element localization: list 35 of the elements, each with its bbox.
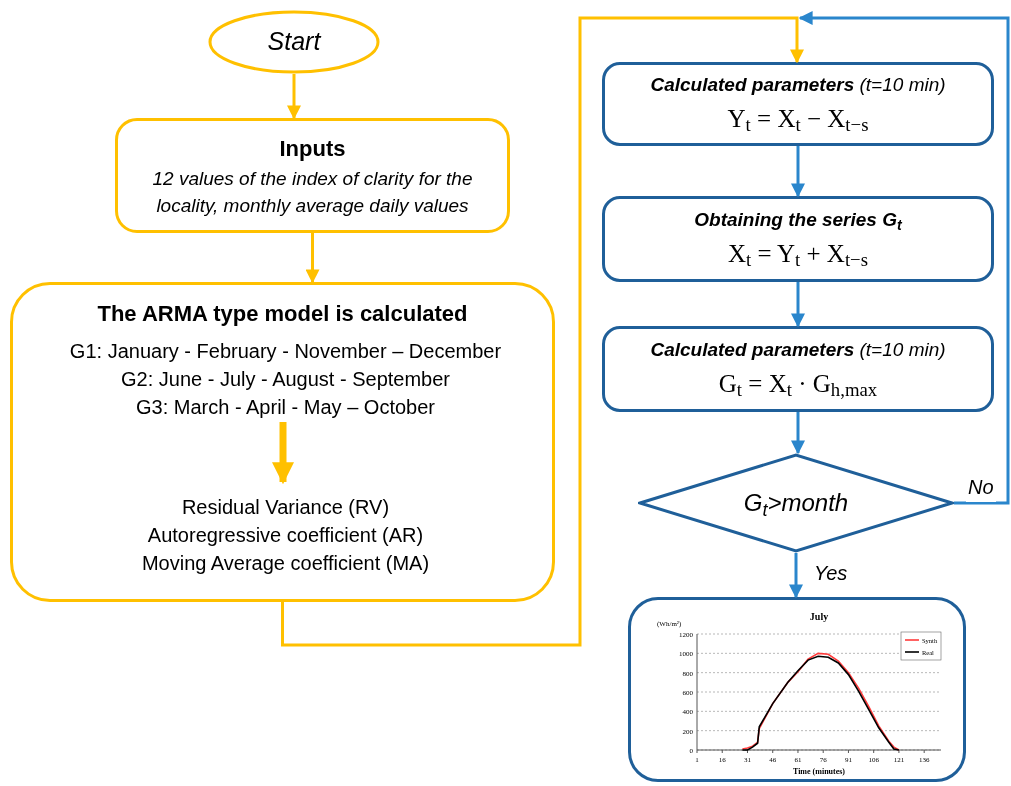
- decision-diamond: [638, 453, 954, 553]
- process-box: [602, 326, 994, 412]
- arrow: [791, 146, 805, 198]
- axis-title: Time (minutes): [792, 767, 846, 776]
- arrow: [287, 74, 301, 120]
- arrow: [281, 16, 804, 647]
- input-box: [115, 118, 510, 233]
- node-text: Residual Variance (RV): [180, 495, 391, 520]
- node-text: G1: January - February - November – December: [68, 339, 503, 364]
- process-box: [602, 196, 994, 282]
- node-title: Calculated parameters (t=10 min): [649, 338, 947, 362]
- arrow: [789, 553, 803, 599]
- node-text: Start: [266, 26, 323, 58]
- process-box: [602, 62, 994, 146]
- arrow: [791, 282, 805, 328]
- process-box: [10, 282, 555, 602]
- chart-title: July: [809, 611, 829, 622]
- node-title: The ARMA type model is calculated: [96, 300, 469, 328]
- formula: G$_{t}$ = X$_{t}$ · G$_{h,max}$: [717, 368, 879, 402]
- formula: Y$_{t}$ = X$_{t}$ − X$_{t−s}$: [726, 103, 870, 137]
- arrow: [798, 11, 1010, 505]
- chart-panel: [628, 597, 966, 782]
- node-text: 12 values of the index of clarity for the locality, monthly average daily values: [151, 167, 474, 218]
- formula: X$_{t}$ = Y$_{t}$ + X$_{t−s}$: [727, 238, 869, 272]
- start-terminal: [208, 10, 380, 74]
- arrow: [305, 233, 320, 284]
- node-title: Obtaining the series G$_{t}$: [693, 208, 903, 235]
- arrow: [791, 412, 805, 455]
- node-text: G$_{t}$>month: [742, 488, 850, 521]
- node-text: G3: March - April - May – October: [135, 395, 436, 420]
- node-text: Autoregressive coefficient (AR): [146, 523, 425, 548]
- node-title: Calculated parameters (t=10 min): [649, 73, 947, 97]
- node-text: G2: June - July - August - September: [119, 367, 451, 392]
- node-text: Moving Average coefficient (MA): [140, 551, 431, 576]
- node-title: Inputs: [278, 135, 347, 163]
